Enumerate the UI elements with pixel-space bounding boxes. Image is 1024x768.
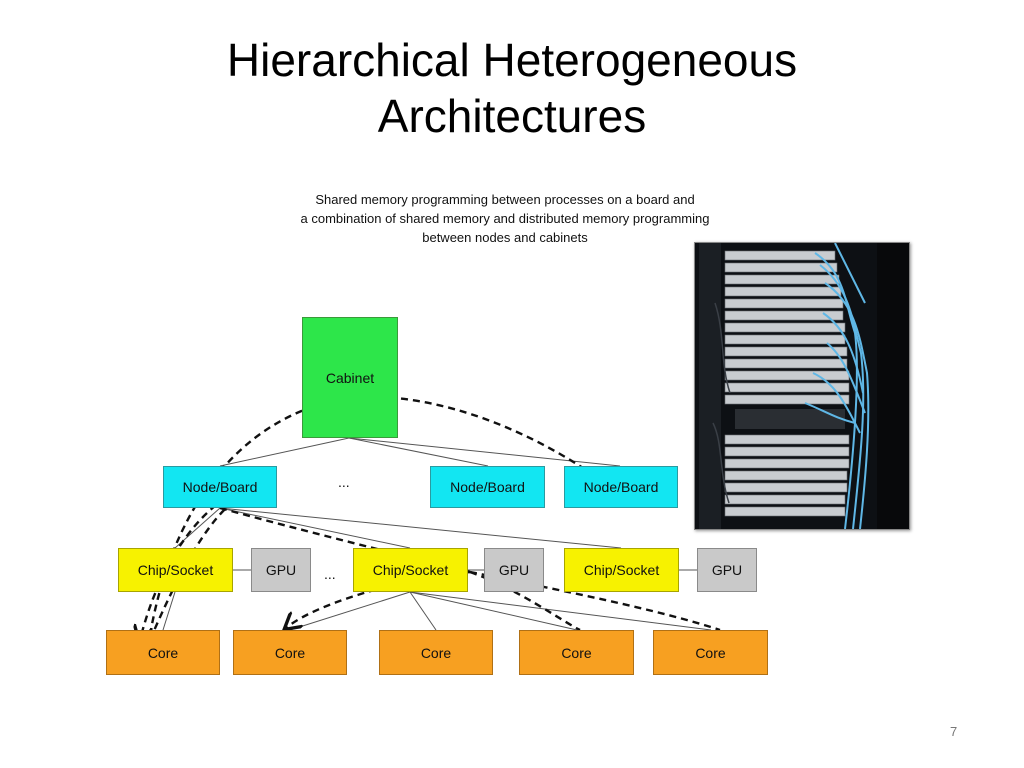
link-chip-core-5 [409, 591, 712, 631]
gpu-box-2: GPU [484, 548, 544, 592]
node-label: Node/Board [583, 479, 659, 495]
cabinet-box: Cabinet [302, 317, 398, 438]
gpu-label: GPU [265, 562, 297, 578]
dashed-path-chip-core-far [469, 570, 721, 632]
core-label: Core [420, 644, 452, 661]
core-label: Core [147, 644, 179, 661]
server-rack-illustration [695, 243, 909, 529]
gpu-box-1: GPU [251, 548, 311, 592]
chip-box-1: Chip/Socket [118, 548, 233, 592]
link-cabinet-node-3 [348, 437, 621, 467]
title-line-1: Hierarchical Heterogeneous [226, 34, 798, 86]
server-rack-photo [694, 242, 910, 530]
title-line-2: Architectures [377, 90, 647, 142]
core-label: Core [274, 644, 306, 661]
link-chip-core-3 [409, 591, 437, 631]
link-node-chip-2 [219, 507, 411, 549]
link-cabinet-node-1 [219, 437, 350, 467]
chip-label: Chip/Socket [372, 562, 449, 578]
link-chip-core-4 [409, 591, 578, 631]
caption-line-3: between nodes and cabinets [422, 230, 588, 245]
chip-ellipsis: ... [324, 566, 336, 582]
core-box-1: Core [106, 630, 220, 675]
node-box-3: Node/Board [564, 466, 678, 508]
node-label: Node/Board [450, 479, 525, 495]
link-chip-core-2 [289, 591, 411, 631]
gpu-label: GPU [711, 562, 743, 578]
chip-box-3: Chip/Socket [564, 548, 679, 592]
dashed-path-node-return [148, 488, 263, 641]
slide-title: Hierarchical Heterogeneous Architectures [0, 32, 1024, 144]
cabinet-label: Cabinet [325, 369, 375, 386]
chip-label: Chip/Socket [137, 562, 214, 578]
node-label: Node/Board [182, 479, 258, 495]
page-number: 7 [950, 724, 958, 739]
caption-line-1: Shared memory programming between proces… [315, 192, 695, 207]
link-chip-core-1 [162, 591, 176, 631]
caption-line-2: a combination of shared memory and distr… [300, 211, 710, 226]
core-box-4: Core [519, 630, 634, 675]
link-node-chip-3 [219, 507, 622, 549]
core-box-5: Core [653, 630, 768, 675]
link-cabinet-node-2 [348, 437, 489, 467]
diagram-caption: Shared memory programming between proces… [250, 190, 760, 247]
node-ellipsis: ... [338, 474, 350, 490]
node-box-2: Node/Board [430, 466, 545, 508]
core-label: Core [695, 644, 726, 661]
node-box-1: Node/Board [163, 466, 277, 508]
core-box-3: Core [379, 630, 493, 675]
chip-label: Chip/Socket [583, 562, 660, 578]
core-box-2: Core [233, 630, 347, 675]
gpu-label: GPU [498, 562, 530, 578]
core-label: Core [561, 644, 592, 661]
gpu-box-3: GPU [697, 548, 757, 592]
chip-box-2: Chip/Socket [353, 548, 468, 592]
